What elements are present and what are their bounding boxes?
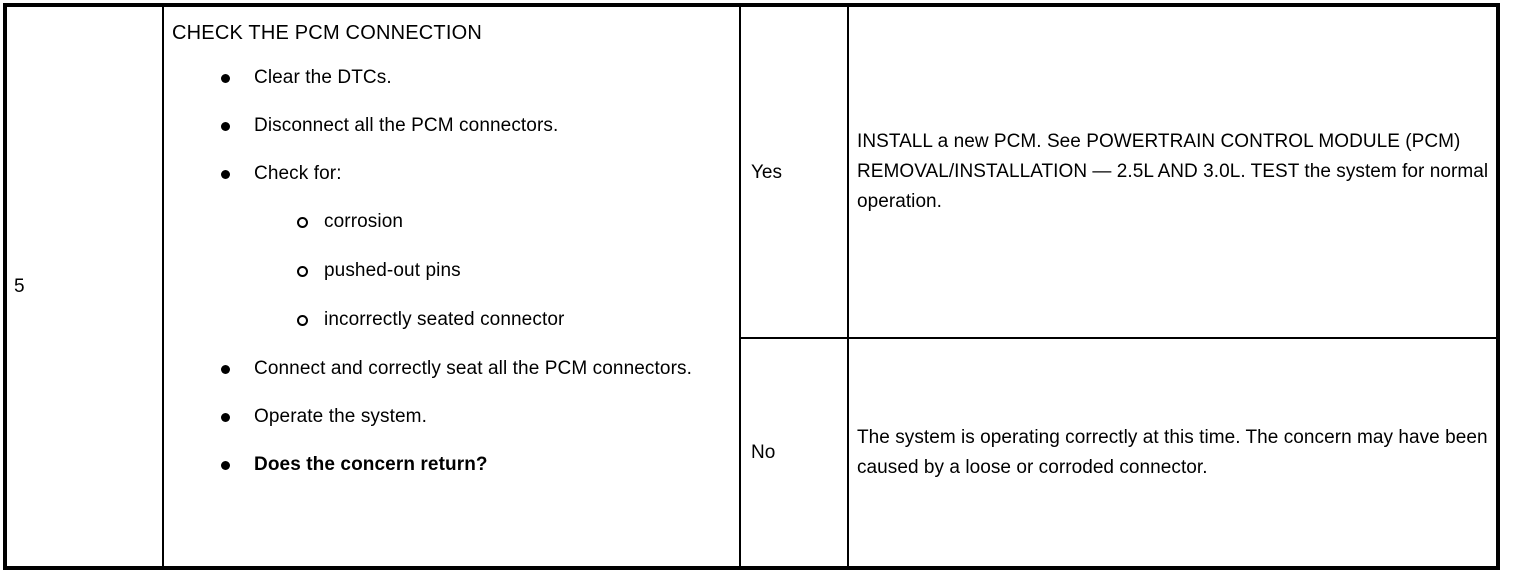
list-item-label: Disconnect all the PCM connectors. [254,115,559,136]
list-item-label: pushed-out pins [324,260,461,281]
list-item-label: corrosion [324,211,404,232]
list-item-label: Operate the system. [254,406,427,427]
filled-bullet-icon [221,74,230,83]
list-item-sub: pushed-out pins [172,258,733,283]
action-bullet-list: Clear the DTCs. Disconnect all the PCM c… [172,65,733,477]
outcome-text-no: The system is operating correctly at thi… [857,426,1488,478]
filled-bullet-icon [221,170,230,179]
list-item-sub: corrosion [172,209,733,234]
step-number: 5 [14,275,25,297]
list-item: Connect and correctly seat all the PCM c… [172,356,733,381]
hollow-bullet-icon [297,315,308,326]
list-item-label: Does the concern return? [254,454,488,475]
list-item-label: Clear the DTCs. [254,67,392,88]
hollow-bullet-icon [297,217,308,228]
list-item: Clear the DTCs. [172,65,733,90]
result-label-no: No [751,442,776,463]
list-item-label: Check for: [254,163,342,184]
outcome-column: INSTALL a new PCM. See POWERTRAIN CONTRO… [849,7,1496,566]
filled-bullet-icon [221,461,230,470]
result-label-yes: Yes [741,7,847,339]
list-item-label: Connect and correctly seat all the PCM c… [254,358,692,379]
list-item-label: incorrectly seated connector [324,309,565,330]
outcome-cell-no: The system is operating correctly at thi… [849,339,1496,566]
outcome-cell-yes: INSTALL a new PCM. See POWERTRAIN CONTRO… [849,7,1496,339]
action-column: CHECK THE PCM CONNECTION Clear the DTCs.… [164,7,741,566]
pinpoint-test-table: 5 CHECK THE PCM CONNECTION Clear the DTC… [3,3,1500,570]
list-item: Check for: [172,161,733,186]
list-item-sub: incorrectly seated connector [172,307,733,332]
filled-bullet-icon [221,365,230,374]
list-item: Operate the system. [172,404,733,429]
hollow-bullet-icon [297,266,308,277]
list-item-question: Does the concern return? [172,452,733,477]
filled-bullet-icon [221,122,230,131]
outcome-text-yes: INSTALL a new PCM. See POWERTRAIN CONTRO… [857,131,1489,212]
list-item: Disconnect all the PCM connectors. [172,113,733,138]
result-column: Yes No [741,7,849,566]
step-number-column: 5 [7,7,164,566]
action-heading: CHECK THE PCM CONNECTION [172,22,483,44]
filled-bullet-icon [221,413,230,422]
